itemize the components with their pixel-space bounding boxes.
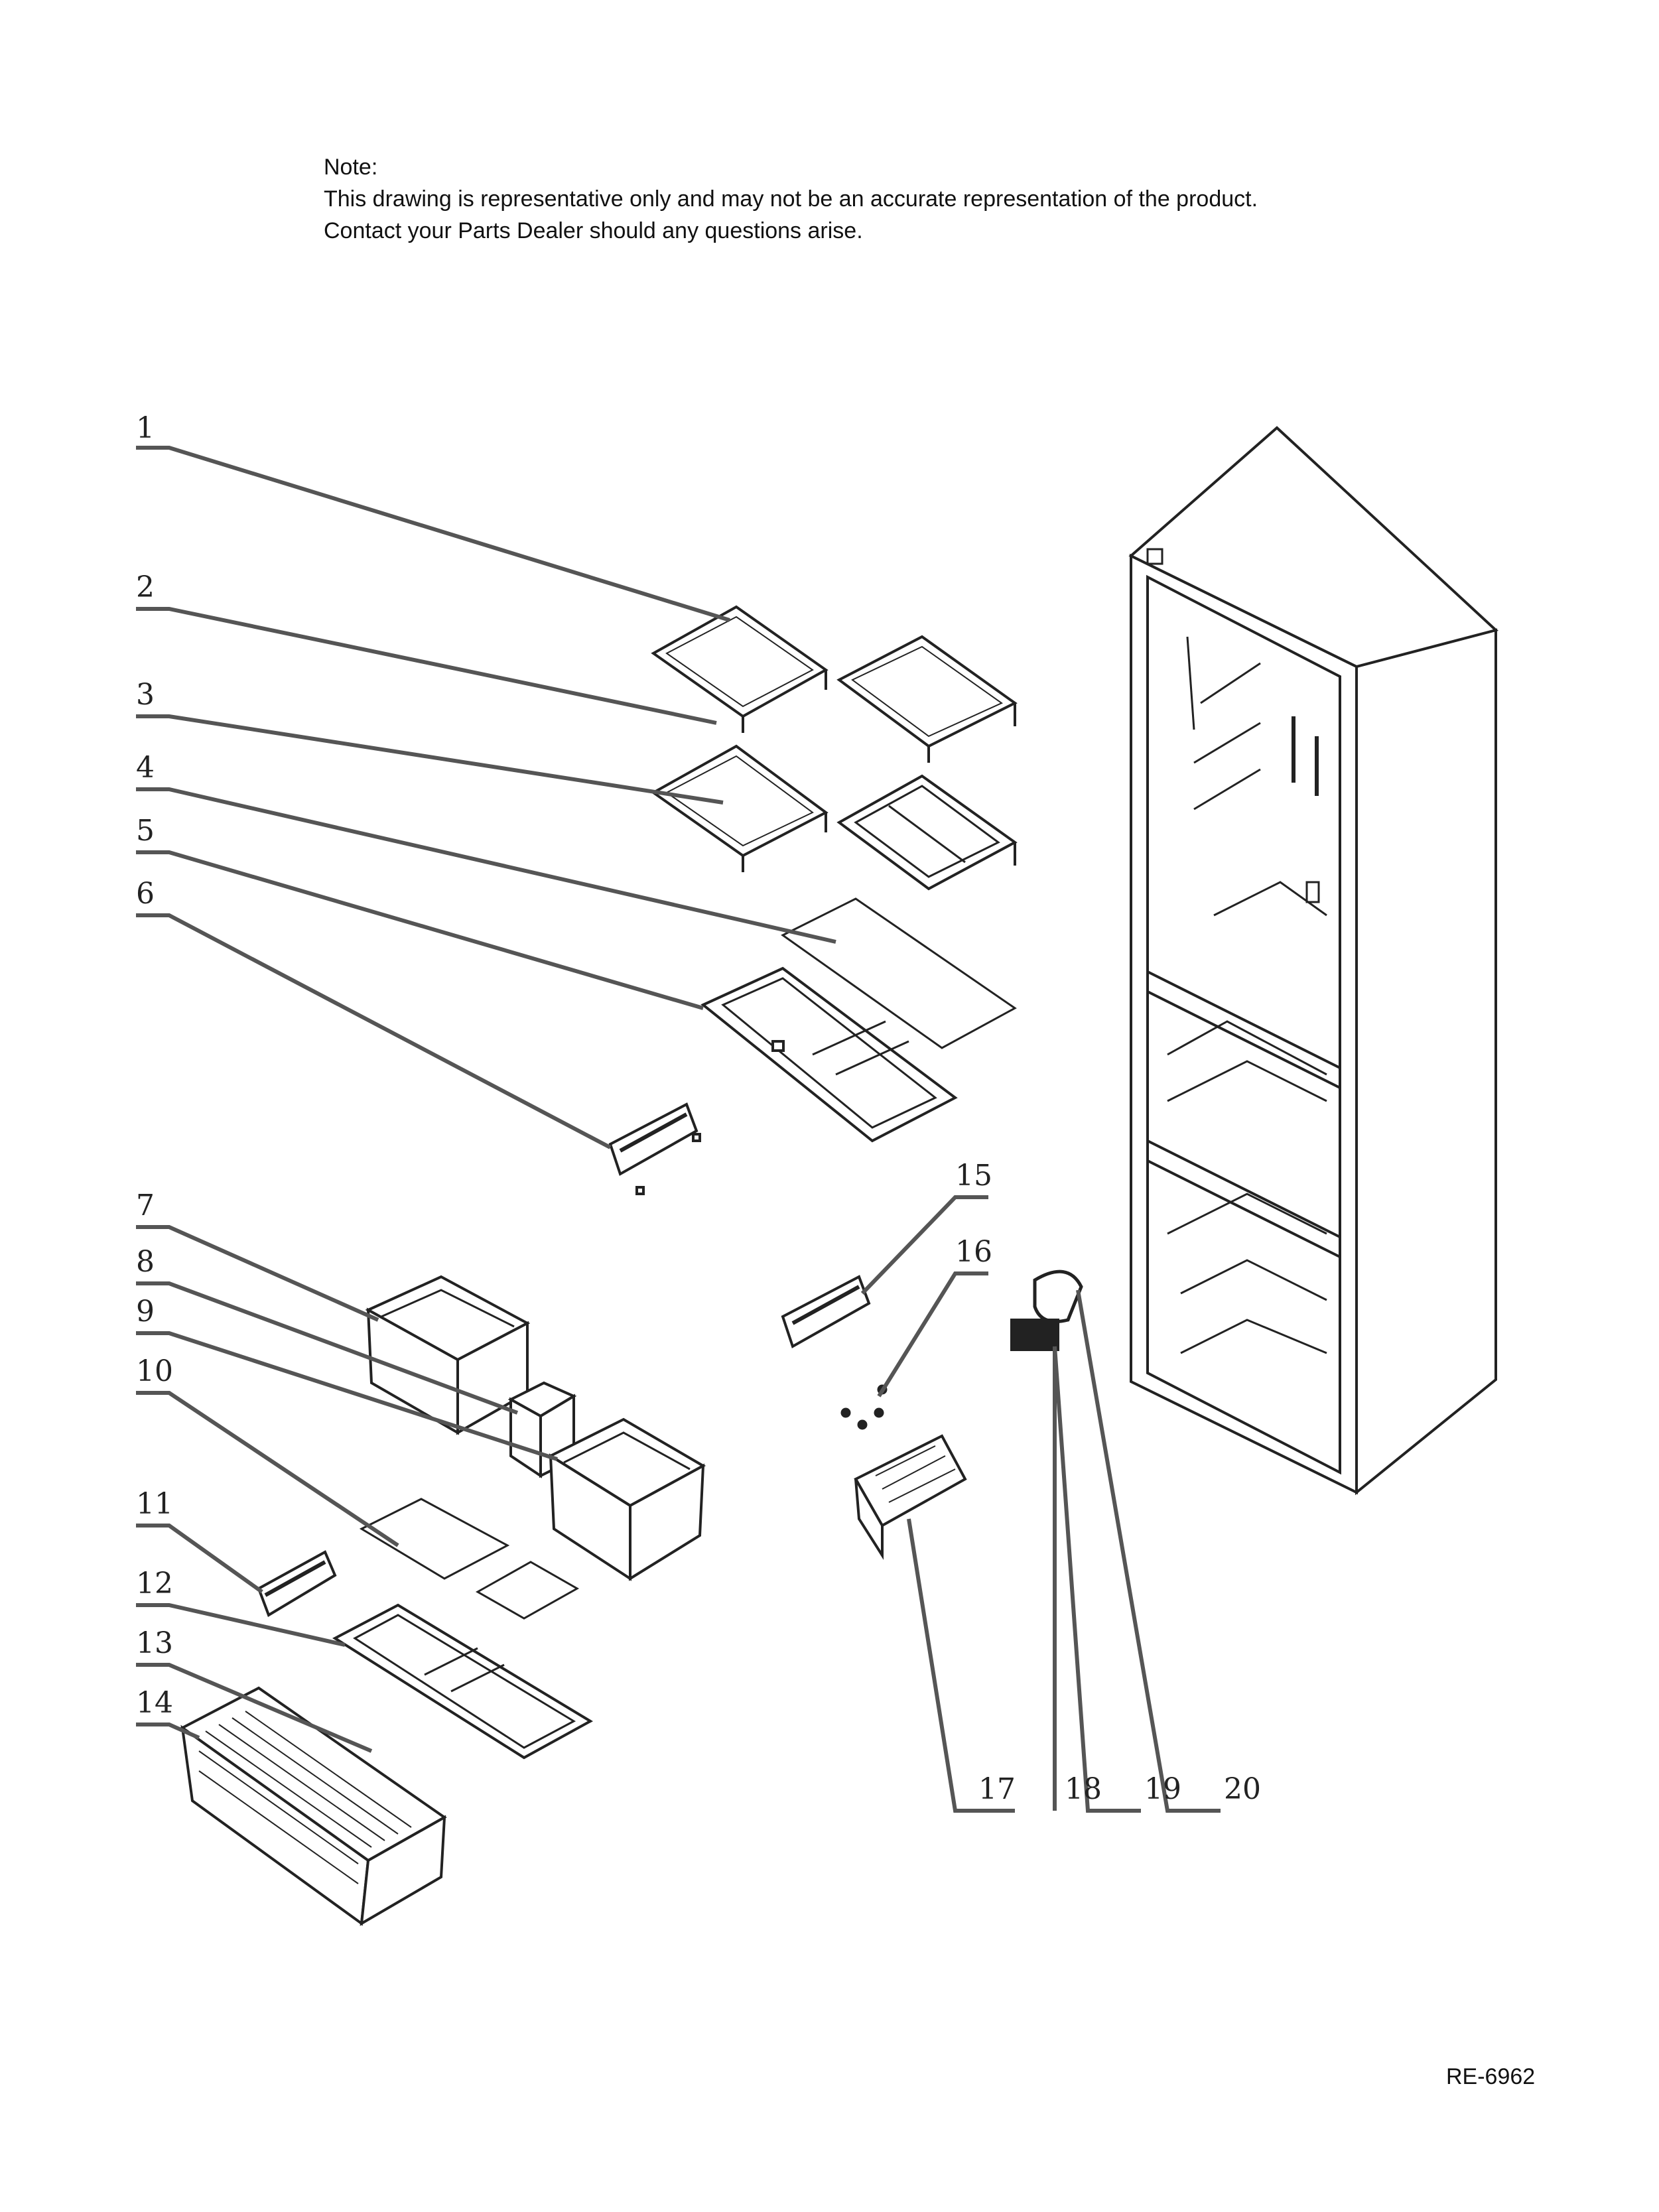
diagram-code: RE-6962 [1446,2064,1536,2089]
callout-6: 6 [136,877,155,911]
callout-16: 16 [955,1235,992,1269]
callout-9: 9 [136,1295,155,1329]
part-5-crisper-frame [700,966,958,1143]
callout-7: 7 [136,1189,155,1222]
callout-12: 12 [136,1567,173,1600]
part-2-shelf [836,635,1018,763]
callout-13: 13 [136,1626,173,1660]
note-title: Note: [324,155,378,180]
refrigerator-cabinet [1128,426,1499,1496]
callout-3: 3 [136,678,155,712]
note-line-1: This drawing is representative only and … [324,186,1258,212]
part-15-handle [781,1275,871,1348]
callout-2: 2 [136,570,155,604]
part-3-shelf-frame [836,774,1018,891]
callout-20: 20 [1224,1772,1261,1806]
callout-1: 1 [136,411,155,445]
leader-lines [136,446,1221,1813]
part-12-drawer-frame [332,1603,594,1760]
callout-10: 10 [136,1354,173,1388]
callout-17: 17 [978,1772,1016,1806]
part-11-handle [257,1550,337,1617]
disclaimer-note: Note: This drawing is representative onl… [324,151,1258,247]
part-4-glass-panel [781,897,1017,1049]
part-17-control-assembly [854,1434,967,1560]
part-6-handle [608,1102,701,1195]
callout-15: 15 [955,1159,992,1193]
part-18-fan-motor [1010,1319,1059,1351]
part-10-glass-cover [359,1498,580,1620]
part-3-shelf [651,744,829,872]
note-line-2: Contact your Parts Dealer should any que… [324,218,863,243]
part-20-fan-shroud [1033,1269,1083,1323]
part-1-shelf [651,605,829,733]
callout-8: 8 [136,1245,155,1279]
callout-18: 18 [1065,1772,1102,1806]
callout-19: 19 [1144,1772,1181,1806]
part-14-freezer-basket [180,1686,447,1926]
callout-11: 11 [136,1487,173,1521]
callout-5: 5 [136,814,155,848]
part-9-crisper-bin [547,1417,706,1581]
callout-4: 4 [136,751,155,785]
callout-14: 14 [136,1686,173,1720]
callout-labels: 1 2 3 4 5 6 7 8 9 10 11 12 13 14 15 16 1… [136,411,1261,1806]
